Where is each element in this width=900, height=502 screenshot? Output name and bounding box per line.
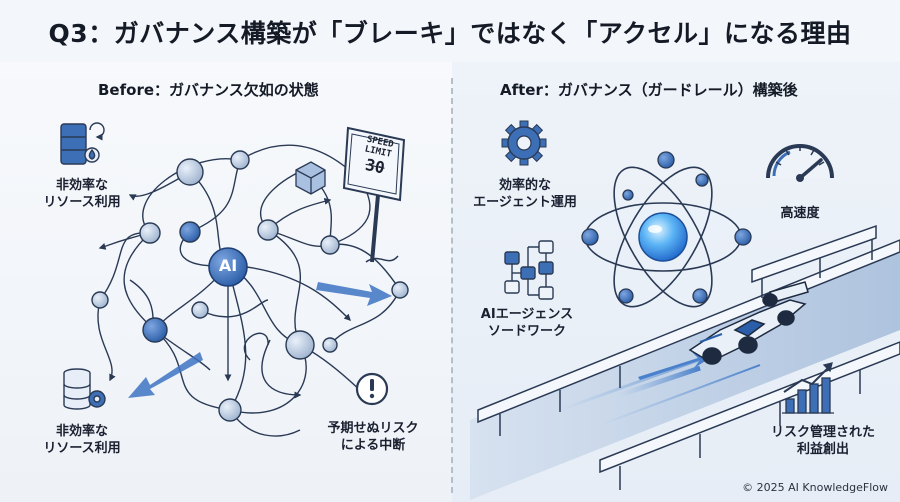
- label-profit-line1: リスク管理された: [770, 425, 875, 440]
- ai-node: [208, 247, 248, 287]
- label-workflow-line1: AIエージェンス: [480, 307, 574, 322]
- label-inefficient-top-line2: リソース利用: [43, 195, 121, 210]
- label-profit: リスク管理された 利益創出: [758, 424, 888, 458]
- database-gear-icon: [63, 368, 106, 410]
- warning-icon: [355, 372, 389, 406]
- cube-node: [295, 161, 326, 195]
- label-inefficient-top: 非効率な リソース利用: [32, 177, 132, 211]
- before-heading: Before：ガバナンス欠如の状態: [98, 81, 319, 99]
- database-icon: [60, 122, 105, 165]
- label-agent-line1: 効率的な: [498, 178, 551, 193]
- label-profit-line2: 利益創出: [796, 442, 849, 457]
- label-speed-line1: 高速度: [780, 206, 820, 221]
- panel-divider: [451, 78, 453, 493]
- after-heading: After：ガバナンス（ガードレール）構築後: [500, 81, 798, 99]
- growth-chart-icon: [782, 362, 834, 414]
- speed-limit-sign-icon: [342, 126, 406, 263]
- workflow-icon: [504, 240, 554, 300]
- speedometer-icon: [766, 144, 834, 182]
- atom-core: [638, 212, 688, 262]
- flow-arrow-left: [128, 352, 203, 398]
- label-inefficient-bottom: 非効率な リソース利用: [32, 423, 132, 457]
- atom-core-highlight: [648, 225, 662, 233]
- network-nodes: [91, 150, 409, 422]
- label-speed: 高速度: [770, 205, 830, 222]
- label-interruption: 予期せぬリスク による中断: [318, 420, 428, 454]
- label-agent-line2: エージェント運用: [473, 195, 577, 210]
- label-workflow-line2: ソードワーク: [487, 324, 566, 339]
- atom-electrons: [581, 151, 752, 304]
- race-car-icon: [688, 281, 809, 365]
- label-inefficient-top-line1: 非効率な: [55, 178, 108, 193]
- flow-arrow-right: [316, 282, 392, 306]
- label-workflow: AIエージェンス ソードワーク: [468, 306, 586, 340]
- label-agent-operation: 効率的な エージェント運用: [466, 177, 584, 211]
- label-interruption-line2: による中断: [340, 438, 406, 453]
- label-inefficient-bottom-line1: 非効率な: [55, 424, 108, 439]
- ai-node-label: AI: [218, 256, 238, 275]
- gear-icon: [501, 120, 547, 166]
- label-inefficient-bottom-line2: リソース利用: [43, 441, 121, 456]
- copyright-footer: © 2025 AI KnowledgeFlow: [742, 481, 888, 494]
- label-interruption-line1: 予期せぬリスク: [327, 421, 419, 436]
- page-title: Q3：ガバナンス構築が「ブレーキ」ではなく「アクセル」になる理由: [48, 19, 852, 48]
